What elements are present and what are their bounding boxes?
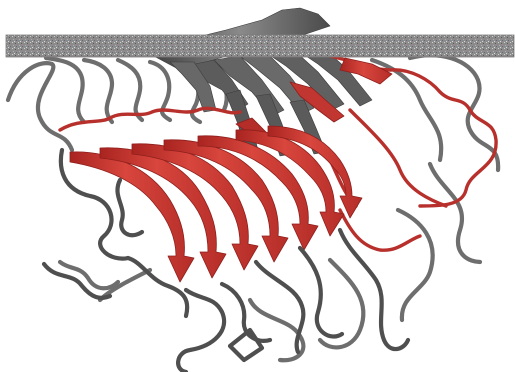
surface-slab (6, 35, 514, 57)
